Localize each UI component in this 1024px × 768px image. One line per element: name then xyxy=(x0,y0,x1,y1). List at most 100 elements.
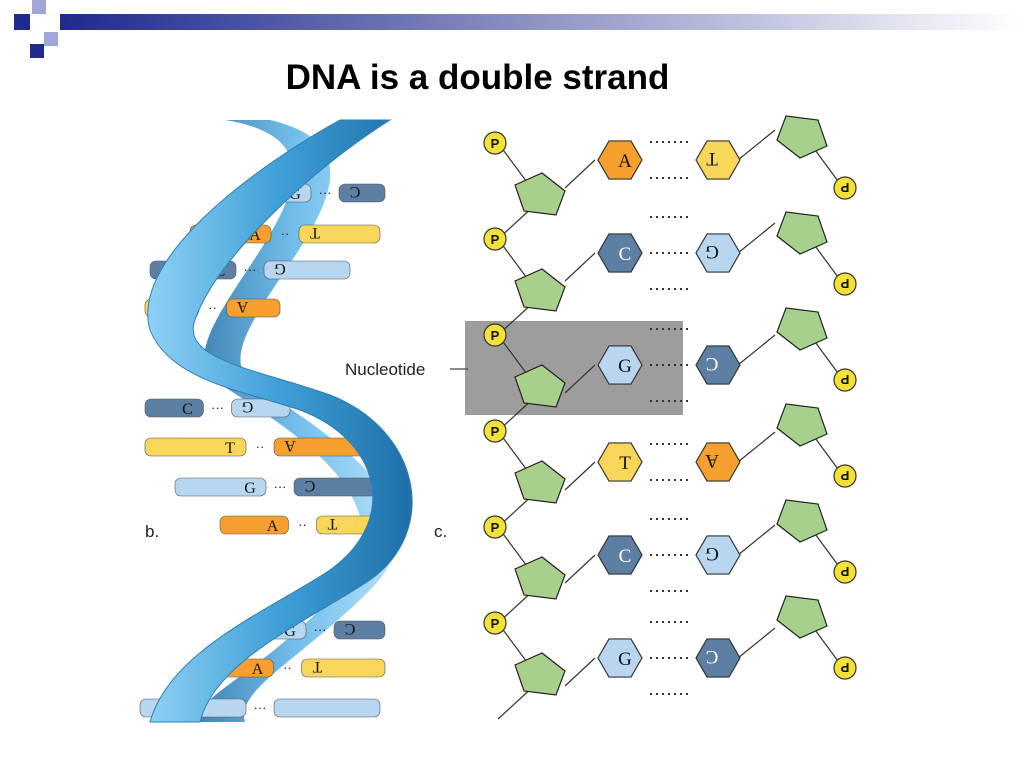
nucleotide-callout-label: Nucleotide xyxy=(345,360,425,379)
panel-c-label: c. xyxy=(434,522,447,541)
helix-base-right xyxy=(338,183,386,203)
phosphate-left-label: P xyxy=(491,136,500,151)
phosphate-right-label: P xyxy=(840,372,849,387)
phosphate-left xyxy=(483,131,507,155)
sugar-left xyxy=(514,460,566,504)
phosphate-left xyxy=(483,515,507,539)
helix-base-right-letter: G xyxy=(274,260,286,277)
helix-base-right-letter: C xyxy=(305,477,316,494)
helix-base-left-letter: G xyxy=(244,480,256,497)
slide-title: DNA is a double strand xyxy=(285,58,670,97)
phosphate-right xyxy=(833,272,857,296)
ladder-base-left xyxy=(597,638,643,678)
sugar-left xyxy=(514,652,566,696)
helix-base-left xyxy=(174,477,267,497)
helix-base-right-letter: C xyxy=(345,620,356,637)
glycosidic-bond-right xyxy=(737,222,776,254)
sugar-right xyxy=(776,115,828,159)
glycosidic-bond-left xyxy=(564,657,596,687)
helix-base-left-letter: A xyxy=(252,661,264,678)
sugar-left xyxy=(514,556,566,600)
phosphate-left-label: P xyxy=(491,520,500,535)
hydrogen-bond-dots: ·· xyxy=(256,439,265,454)
hydrogen-bond-dots: ··· xyxy=(254,700,267,715)
hydrogen-bond-dots: ··· xyxy=(211,400,224,415)
phosphate-right xyxy=(833,560,857,584)
sugar-left xyxy=(514,364,566,408)
ladder-base-right xyxy=(695,442,741,482)
hydrogen-bond-dots: ·· xyxy=(283,660,292,675)
helix-base-right-letter: C xyxy=(350,183,361,200)
ladder-base-right-letter: C xyxy=(706,353,719,374)
phosphate-left xyxy=(483,227,507,251)
ladder-base-right xyxy=(695,345,741,385)
phosphate-left-label: P xyxy=(491,424,500,439)
ladder-base-left-letter: G xyxy=(618,356,632,377)
ladder-base-left xyxy=(597,442,643,482)
hydrogen-bond-dots: ··· xyxy=(319,185,332,200)
phosphate-left-label: P xyxy=(491,328,500,343)
helix-base-right xyxy=(301,658,386,678)
phosphate-right-label: P xyxy=(840,564,849,579)
phosphate-left xyxy=(483,419,507,443)
ladder-base-right-letter: G xyxy=(705,543,719,564)
hydrogen-bond-dots: ·· xyxy=(208,300,217,315)
glycosidic-bond-left xyxy=(564,554,596,584)
ladder-base-left-letter: C xyxy=(619,244,632,265)
ladder-base-right xyxy=(695,638,741,678)
helix-base-left-letter: C xyxy=(182,401,193,418)
helix-panel: GC···AT··CG···TA··CG···TA··GC···AT··GC··… xyxy=(139,119,413,723)
helix-base-right-letter: A xyxy=(284,437,296,454)
ladder-base-right-letter: A xyxy=(705,450,719,471)
ladder-base-right xyxy=(695,233,741,273)
phosphate-right xyxy=(833,368,857,392)
ladder-base-left xyxy=(597,535,643,575)
phosphate-right-label: P xyxy=(840,180,849,195)
helix-base-left-letter: A xyxy=(267,518,279,535)
helix-base-right xyxy=(298,224,381,244)
helix-base-right-letter: T xyxy=(310,224,320,241)
helix-base-right xyxy=(226,298,281,318)
glycosidic-bond-right xyxy=(737,334,776,366)
hydrogen-bond-dots: ··· xyxy=(244,262,257,277)
ladder-base-left xyxy=(597,233,643,273)
helix-base-right-letter: A xyxy=(236,298,248,315)
ladder-base-right-letter: T xyxy=(706,148,718,169)
helix-base-right-letter: T xyxy=(327,515,337,532)
sugar-right xyxy=(776,403,828,447)
hydrogen-bond-dots: ·· xyxy=(281,226,290,241)
helix-base-right xyxy=(263,260,351,280)
phosphate-right xyxy=(833,176,857,200)
title-banner xyxy=(14,0,1024,58)
phosphate-right xyxy=(833,464,857,488)
glycosidic-bond-right xyxy=(737,524,776,556)
ladder-base-left xyxy=(597,140,643,180)
glycosidic-bond-right xyxy=(737,627,776,659)
phosphate-left-label: P xyxy=(491,232,500,247)
helix-base-left xyxy=(144,398,204,418)
ladder-base-left xyxy=(597,345,643,385)
helix-base-left xyxy=(144,437,247,457)
hydrogen-bond-dots: ··· xyxy=(314,622,327,637)
phosphate-left xyxy=(483,611,507,635)
sugar-right xyxy=(776,499,828,543)
sugar-right xyxy=(776,307,828,351)
helix-ribbon-front xyxy=(147,119,413,723)
helix-base-right xyxy=(333,620,386,640)
ladder-base-right-letter: C xyxy=(706,646,719,667)
sugar-left xyxy=(514,268,566,312)
helix-base-right-letter: G xyxy=(241,398,253,415)
ladder-base-right xyxy=(695,535,741,575)
ladder-base-left-letter: C xyxy=(619,546,632,567)
